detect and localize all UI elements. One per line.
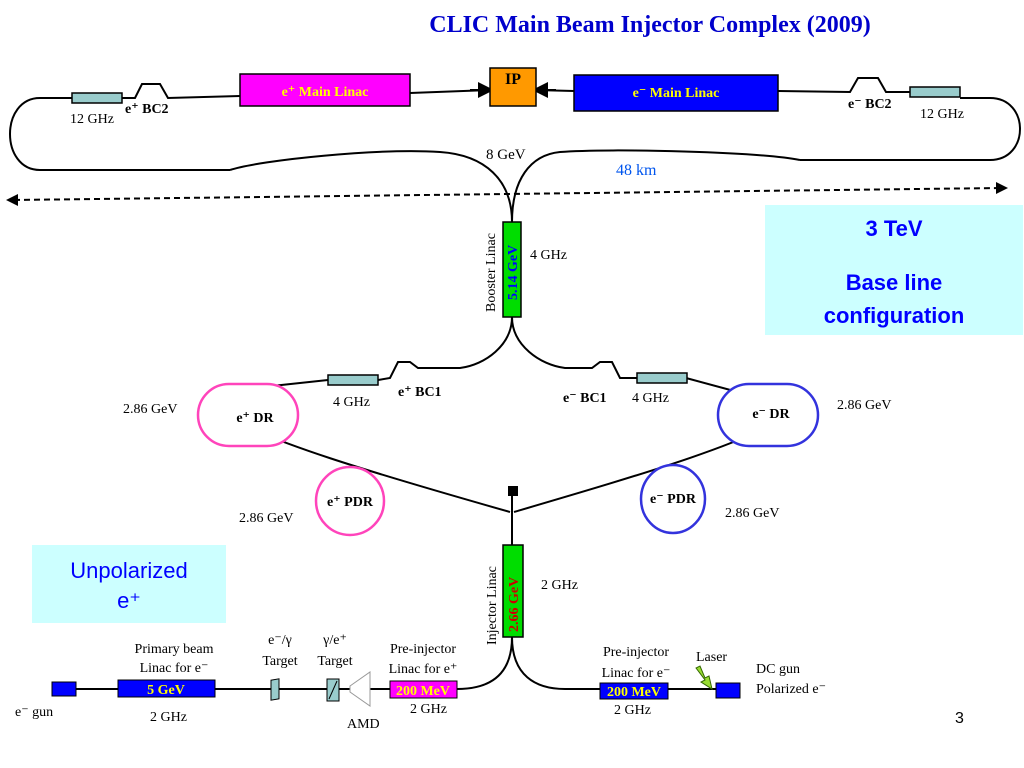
pre-injector-minus-energy: 200 MeV: [607, 685, 661, 700]
pre-injector-plus-energy: 200 MeV: [396, 684, 450, 699]
e-minus-bc2-label: e⁻ BC2: [848, 97, 892, 112]
e-minus-bc2-component: [909, 86, 961, 98]
tev-line1: 3 TeV: [865, 216, 922, 241]
e-plus-bc1-label: e⁺ BC1: [398, 385, 442, 400]
eg-target-component: [270, 678, 280, 701]
e-minus-pdr-energy: 2.86 GeV: [725, 506, 779, 521]
unpolarized-line1: Unpolarized: [70, 558, 187, 583]
dc-gun-line2: Polarized e⁻: [756, 682, 826, 697]
booster-linac-label: Booster Linac: [484, 233, 499, 312]
dc-gun-line1: DC gun: [756, 662, 800, 677]
damping-ring-connections: [214, 316, 796, 548]
e-plus-pdr-ring: [314, 465, 386, 537]
pre-injector-plus-box: [389, 680, 458, 699]
ge-target-slash: [328, 680, 338, 700]
e-minus-bc1-4ghz-label: 4 GHz: [632, 391, 669, 406]
pre-injector-minus-2ghz: 2 GHz: [614, 703, 651, 718]
booster-energy-label: 5.14 GeV: [506, 245, 521, 300]
e-minus-bc1-component: [636, 372, 688, 384]
pre-injector-minus-box: [599, 682, 669, 700]
e-minus-pdr-ring: [639, 463, 707, 535]
main-beamline-loop: [9, 77, 1021, 223]
length-arrow-right: [996, 182, 1008, 194]
e-minus-12ghz-label: 12 GHz: [920, 107, 964, 122]
amd-label: AMD: [347, 717, 380, 732]
unpolarized-line2: e⁺: [117, 588, 141, 613]
e-plus-dr-energy: 2.86 GeV: [123, 402, 177, 417]
tev-line2: Base line: [846, 270, 943, 295]
e-minus-dr-label: e⁻ DR: [752, 407, 790, 422]
primary-linac-energy: 5 GeV: [147, 683, 185, 698]
laser-label: Laser: [696, 650, 727, 665]
primary-linac-2ghz: 2 GHz: [150, 710, 187, 725]
unpolarized-info-box: [32, 545, 226, 623]
low-energy-beamlines: [76, 636, 716, 690]
page-number: 3: [955, 710, 964, 727]
e-plus-pdr-label: e⁺ PDR: [327, 495, 374, 510]
e-plus-main-linac-label: e⁺ Main Linac: [282, 85, 369, 100]
e-minus-pdr-label: e⁻ PDR: [650, 492, 697, 507]
length-dashed-line: [13, 187, 1001, 201]
pre-injector-minus-line2: Linac for e⁻: [602, 666, 671, 681]
laser-arrow: [695, 665, 713, 691]
dc-gun-box: [715, 682, 741, 699]
e-plus-pdr-energy: 2.86 GeV: [239, 511, 293, 526]
ge-target-line1: γ/e⁺: [322, 633, 347, 648]
tev-info-box: [765, 205, 1023, 335]
e-plus-dr-ring: [196, 382, 300, 448]
slide-title: CLIC Main Beam Injector Complex (2009): [429, 12, 871, 38]
injector-energy-label: 2.66 GeV: [507, 577, 522, 632]
energy-8gev-label: 8 GeV: [486, 147, 526, 163]
e-plus-bc1-component: [327, 374, 379, 386]
e-plus-main-linac-box: [239, 73, 411, 107]
primary-beam-line1: Primary beam: [135, 642, 214, 657]
e-plus-bc2-component: [71, 92, 123, 104]
e-plus-dr-label: e⁺ DR: [236, 411, 274, 426]
e-minus-gun-box: [51, 681, 77, 697]
length-48km-label: 48 km: [616, 162, 657, 179]
eg-target-line1: e⁻/γ: [268, 633, 292, 648]
e-minus-main-linac-box: [573, 74, 779, 112]
injector-2ghz-label: 2 GHz: [541, 578, 578, 593]
e-minus-gun-label: e⁻ gun: [15, 705, 53, 720]
booster-4ghz-label: 4 GHz: [530, 248, 567, 263]
ip-box: [489, 67, 537, 107]
primary-beam-line2: Linac for e⁻: [140, 661, 209, 676]
beam-dump-square: [508, 486, 518, 496]
e-minus-bc1-label: e⁻ BC1: [563, 391, 607, 406]
pre-injector-plus-line1: Pre-injector: [390, 642, 456, 657]
ge-target-line2: Target: [317, 654, 352, 669]
e-plus-bc1-4ghz-label: 4 GHz: [333, 395, 370, 410]
e-plus-12ghz-label: 12 GHz: [70, 112, 114, 127]
injector-linac-label: Injector Linac: [485, 566, 500, 645]
eg-target-line2: Target: [262, 654, 297, 669]
e-minus-dr-ring: [716, 382, 820, 448]
e-plus-bc2-label: e⁺ BC2: [125, 102, 169, 117]
amd-cone: [349, 671, 371, 707]
ip-label: IP: [505, 71, 521, 88]
e-minus-dr-energy: 2.86 GeV: [837, 398, 891, 413]
tev-line3: configuration: [824, 303, 965, 328]
length-arrow-left: [6, 194, 18, 206]
pre-injector-plus-2ghz: 2 GHz: [410, 702, 447, 717]
pre-injector-minus-line1: Pre-injector: [603, 645, 669, 660]
pre-injector-plus-line2: Linac for e⁺: [389, 662, 458, 677]
primary-linac-box: [117, 679, 216, 698]
e-minus-main-linac-label: e⁻ Main Linac: [633, 86, 720, 101]
